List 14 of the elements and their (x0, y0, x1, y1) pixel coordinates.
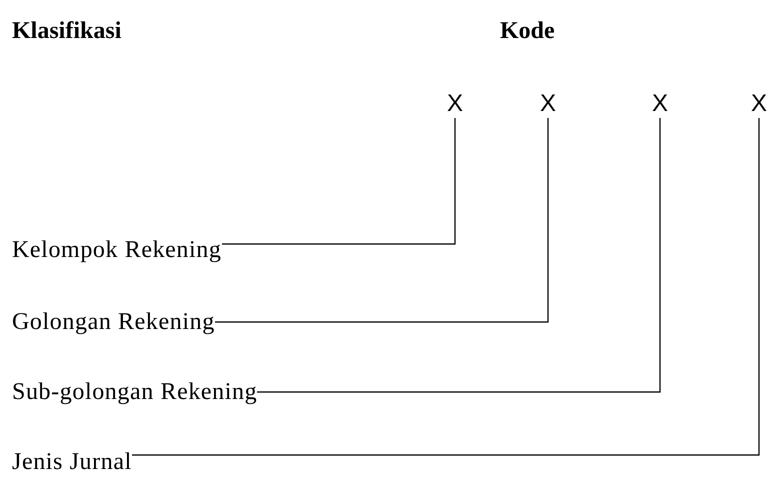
column-heading: Klasifikasi (12, 18, 122, 45)
code-digit: X (446, 90, 464, 118)
classification-label: Jenis Jurnal (12, 448, 132, 476)
code-digit: X (750, 90, 768, 118)
classification-label: Sub-golongan Rekening (12, 378, 258, 406)
leader-line (215, 118, 549, 323)
column-heading: Kode (500, 18, 555, 45)
leader-line (132, 118, 760, 456)
leader-line (222, 118, 456, 245)
classification-label: Golongan Rekening (12, 308, 215, 336)
code-digit: X (651, 90, 669, 118)
leader-line (257, 118, 661, 393)
classification-label: Kelompok Rekening (12, 236, 222, 264)
code-digit: X (539, 90, 557, 118)
